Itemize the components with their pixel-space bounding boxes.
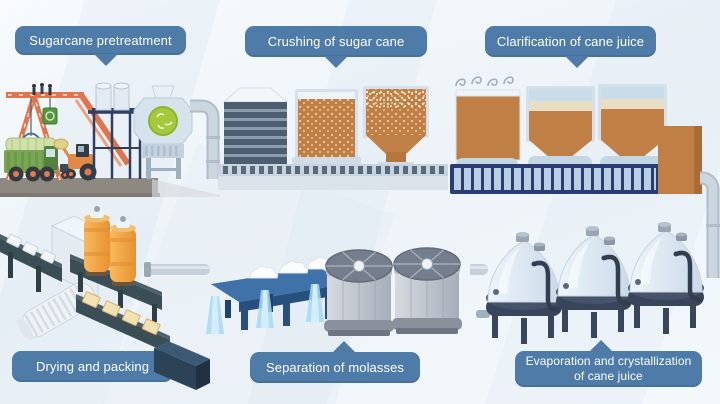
dryer-housing [50,215,122,297]
gantry-crane [5,92,131,181]
vessel-nozzle [476,310,490,318]
cane-truck [4,137,58,182]
hanging-sign [42,98,58,125]
clarifier-tank [526,86,595,170]
stage-label-text: Drying and packing [35,358,150,374]
infeed-conveyor [0,233,62,292]
sugar-packages [6,233,57,264]
evaporator-vessel [556,226,632,338]
mill-outlet-pipe [190,99,220,179]
crushing-scene [218,86,448,190]
stage-label-text: Separation of molasses [265,359,405,375]
stage-label-text: Sugarcane pretreatment [29,32,172,48]
transfer-pipe [144,262,210,277]
machine-platform [70,254,162,322]
drain-table [211,267,345,330]
feed-tanks [92,82,140,113]
boiler-tank [84,206,110,280]
evaporation-scene [470,218,720,344]
steel-frame [88,110,143,179]
clarified-juice-tank [658,126,702,194]
ground-strip [0,178,220,197]
clarifier-conveyor [450,164,660,194]
clarification-scene [450,76,720,278]
bubble-pointer [589,340,614,352]
down-pipe [700,171,720,278]
bubble-pointer [565,56,590,68]
molasses-feed-pipe [470,264,488,275]
crushed-cane-tank [292,89,361,164]
separation-scene [206,247,463,337]
evaporator-vessel [486,232,562,344]
crusher-conveyor [218,164,448,190]
stage-label-text: Clarification of cane juice [496,33,645,49]
bubble-pointer [324,56,348,68]
boiler-tank [110,216,136,290]
shredder-mill [133,85,193,179]
packed-boxes [81,291,161,335]
centrifuge-drum [323,249,395,337]
cane-silo [221,87,290,169]
stage-label-clarification: Clarification of cane juice [485,26,656,68]
stage-label-pretreatment: Sugarcane pretreatment [15,26,186,66]
bubble-pointer [331,341,356,353]
pretreatment-scene [0,82,220,197]
stage-label-text: Crushing of sugar cane [267,33,405,49]
stage-label-separation: Separation of molasses [250,341,420,383]
stage-label-text: Evaporation and crystallization of cane … [525,354,692,383]
centrifuge-drum [391,247,463,335]
stage-label-crushing: Crushing of sugar cane [245,26,427,68]
crusher-hopper [363,86,429,168]
small-trailer [60,164,71,179]
rotary-dryer-drum [17,282,96,341]
bubble-pointer [93,54,118,66]
evaporator-vessel [628,222,704,334]
crane-hook-grabber [13,98,49,154]
raw-juice-tank [455,89,521,172]
worker-figures [32,83,52,95]
molasses-drip [206,284,324,334]
loader-tractor [53,138,97,181]
packing-conveyor [76,291,170,354]
sugar-piles [248,256,337,279]
mill-fan-logo-icon [148,106,178,136]
steam-icon [455,76,514,87]
stage-label-drying-packing: Drying and packing [12,351,173,382]
clarifier-tank [598,84,667,170]
stage-label-evaporation: Evaporation and crystallization of cane … [515,340,702,387]
